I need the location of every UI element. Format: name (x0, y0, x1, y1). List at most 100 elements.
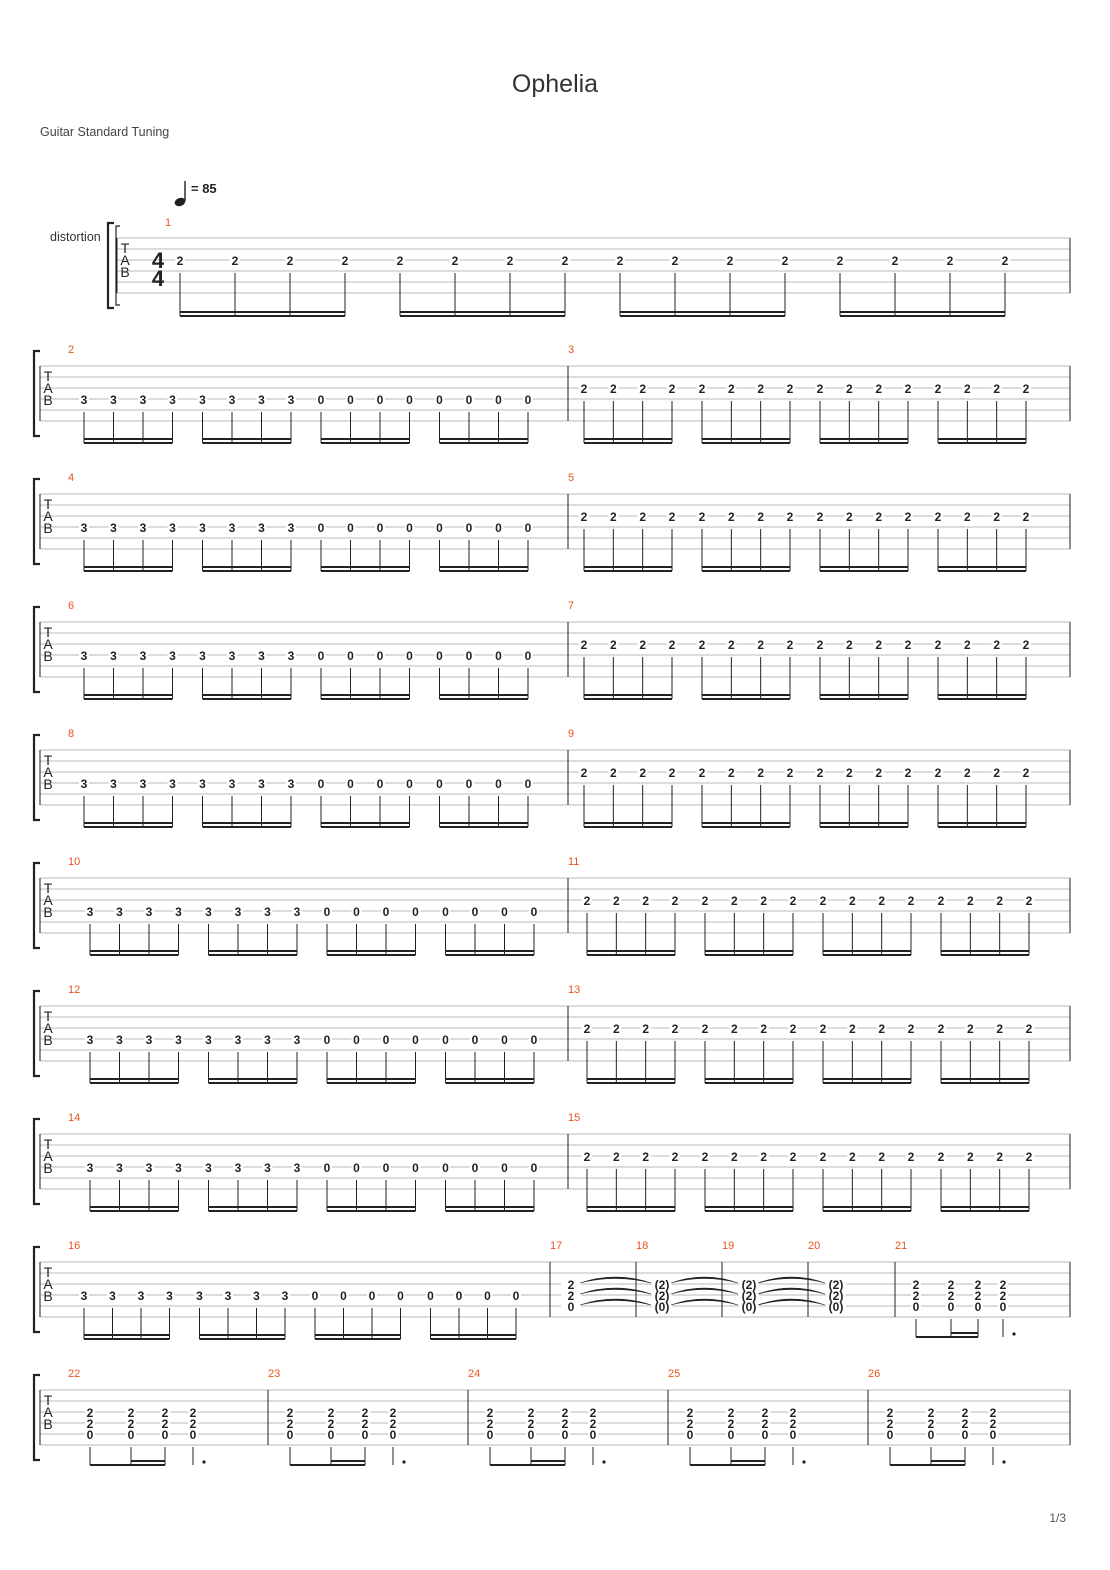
note-background (960, 1430, 970, 1441)
note-background (292, 1035, 302, 1046)
fret-number: 0 (495, 649, 502, 663)
note-background (173, 1035, 184, 1046)
fret-number: 0 (962, 1428, 969, 1442)
fret-number: 3 (235, 1033, 242, 1047)
fret-number: 2 (613, 1022, 620, 1036)
fret-number: 2 (975, 1278, 982, 1292)
fret-number: 2 (727, 254, 734, 268)
fret-number: 2 (87, 1406, 94, 1420)
note-background (906, 896, 916, 907)
fret-number: 2 (938, 1022, 945, 1036)
fret-number: 2 (790, 1022, 797, 1036)
system-bracket (32, 605, 40, 694)
fret-number: 0 (383, 1033, 390, 1047)
fret-number: 0 (377, 393, 384, 407)
measure-number: 13 (568, 984, 580, 996)
note-background (404, 523, 415, 534)
fret-number: 2 (1000, 1289, 1007, 1303)
note-background (108, 395, 119, 406)
fret-number: 0 (513, 1289, 520, 1303)
note-background (345, 395, 356, 406)
fret-number: 2 (790, 1150, 797, 1164)
note-background (1024, 1152, 1034, 1163)
note-background (164, 1291, 175, 1302)
note-background (286, 395, 296, 406)
fret-number: 2 (787, 766, 794, 780)
note-background (945, 256, 955, 267)
time-signature-bottom: 4 (152, 266, 165, 291)
fret-number: 2 (232, 254, 239, 268)
fret-number: 2 (687, 1417, 694, 1431)
fret-number: 2 (584, 1022, 591, 1036)
fret-number: 2 (760, 1022, 767, 1036)
fret-number: 0 (762, 1428, 769, 1442)
tab-clef-letter: A (43, 764, 53, 780)
note-background (960, 1419, 970, 1430)
note-background (933, 640, 943, 651)
fret-number: 0 (501, 1161, 508, 1175)
fret-number: 2 (762, 1417, 769, 1431)
system-bracket (106, 221, 114, 310)
fret-number: 2 (487, 1406, 494, 1420)
note-background (760, 1408, 770, 1419)
fret-number: 2 (528, 1406, 535, 1420)
fret-number: 3 (264, 1161, 271, 1175)
fret-number: (2) (829, 1278, 844, 1292)
fret-number: 3 (229, 649, 236, 663)
fret-number: 3 (81, 649, 88, 663)
fret-number: (0) (829, 1300, 844, 1314)
fret-number: 3 (140, 649, 147, 663)
tie (670, 1298, 739, 1306)
fret-number: 2 (672, 894, 679, 908)
note-background (991, 384, 1002, 395)
note-background (847, 1152, 858, 1163)
tie (579, 1287, 652, 1295)
fret-number: 2 (613, 1150, 620, 1164)
fret-number: 2 (562, 254, 569, 268)
note-background (404, 651, 415, 662)
fret-number: 2 (1026, 1022, 1033, 1036)
fret-number: 3 (146, 1161, 153, 1175)
note-background (523, 395, 533, 406)
fret-number: 2 (908, 1150, 915, 1164)
note-background (903, 512, 913, 523)
track-name: distortion (50, 230, 101, 244)
note-background (697, 768, 707, 779)
tab-clef-letter: B (43, 1288, 52, 1304)
note-background (345, 651, 356, 662)
note-background (79, 395, 89, 406)
fret-number: 3 (175, 905, 182, 919)
note-background (175, 256, 185, 267)
fret-number: 3 (288, 521, 295, 535)
measure-number: 23 (268, 1368, 280, 1380)
fret-number: 3 (110, 649, 117, 663)
fret-number: 2 (287, 1406, 294, 1420)
note-background (911, 1280, 921, 1291)
fret-number: 0 (975, 1300, 982, 1314)
fret-number: 2 (590, 1406, 597, 1420)
fret-number: 2 (947, 254, 954, 268)
tie (579, 1276, 652, 1284)
measure-number: 11 (568, 856, 579, 868)
fret-number: 0 (525, 393, 532, 407)
fret-number: 2 (993, 638, 1000, 652)
fret-number: 2 (905, 510, 912, 524)
note-background (493, 779, 504, 790)
measure-number: 17 (550, 1240, 562, 1252)
note-background (526, 1430, 536, 1441)
fret-number: 2 (584, 1150, 591, 1164)
fret-number: 2 (642, 1150, 649, 1164)
fret-number: 2 (672, 1022, 679, 1036)
note-background (726, 640, 737, 651)
fret-number: 3 (196, 1289, 203, 1303)
fret-number: 2 (817, 638, 824, 652)
fret-number: 0 (436, 777, 443, 791)
fret-number: 3 (116, 1033, 123, 1047)
fret-number: 2 (190, 1417, 197, 1431)
fret-number: (2) (829, 1289, 844, 1303)
note-background (788, 1024, 798, 1035)
fret-number: 2 (728, 382, 735, 396)
note-background (233, 907, 243, 918)
note-background (360, 1430, 370, 1441)
fret-number: 3 (116, 1161, 123, 1175)
